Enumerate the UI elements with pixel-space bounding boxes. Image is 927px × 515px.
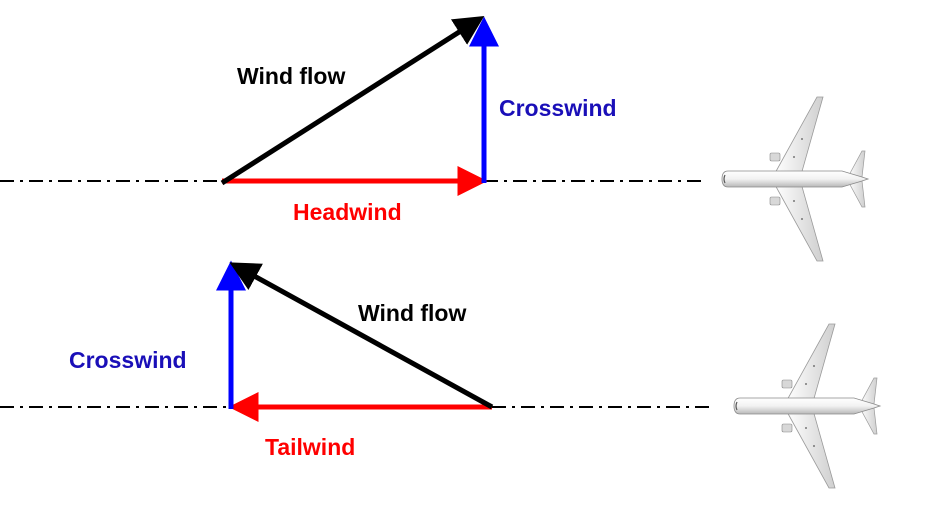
crosswind-label: Crosswind (69, 347, 187, 373)
crosswind-label: Crosswind (499, 95, 617, 121)
headwind-label: Headwind (293, 199, 402, 225)
headwind-scenario: Wind flow Crosswind Headwind (0, 15, 869, 262)
wind-flow-label: Wind flow (237, 63, 345, 89)
tailwind-label: Tailwind (265, 434, 355, 460)
tailwind-scenario: Wind flow Crosswind Tailwind (0, 260, 881, 489)
airplane-top-view-icon (721, 96, 869, 262)
wind-flow-arrow (220, 15, 485, 186)
airplane-top-view-icon (733, 323, 881, 489)
wind-flow-arrow (229, 262, 494, 410)
wind-flow-label: Wind flow (358, 300, 466, 326)
